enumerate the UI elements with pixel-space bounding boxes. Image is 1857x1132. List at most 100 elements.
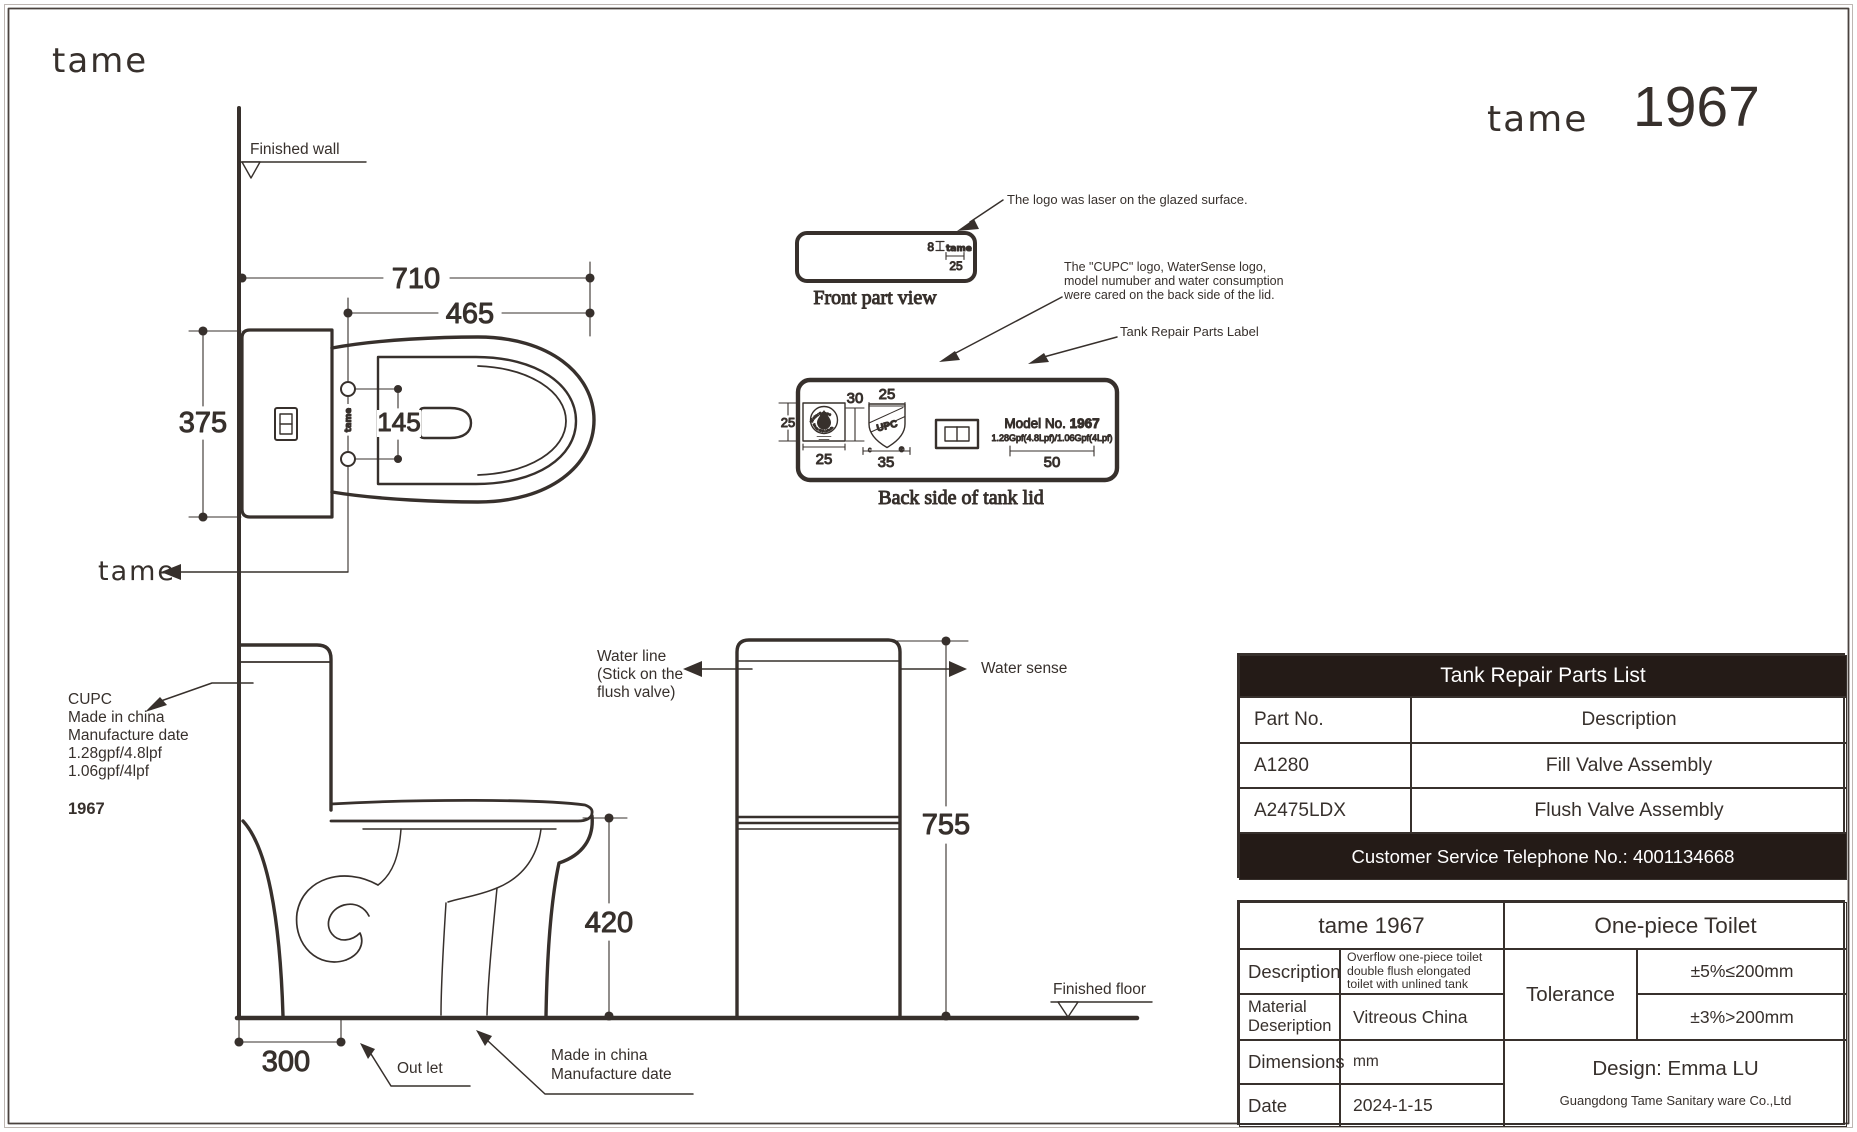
- made-in-china2-label: Made in china: [551, 1047, 648, 1064]
- dim-420-label: 420: [585, 907, 633, 939]
- dim-420: [582, 813, 628, 1021]
- cupc-block-leader: [145, 682, 254, 712]
- top-view-outline: [240, 328, 596, 519]
- material-label-line1: Material: [1248, 998, 1307, 1016]
- dim-300-label: 300: [262, 1046, 310, 1078]
- page-border: [4, 4, 1853, 1128]
- spec-tolerance-label: Tolerance: [1504, 949, 1637, 1040]
- consumption-label: 1.28Gpf(4.8Lpf)/1.06Gpf(4Lpf): [991, 433, 1112, 443]
- water-line-arrow: [683, 661, 753, 677]
- spec-dimensions-label: Dimensions: [1239, 1040, 1345, 1084]
- brand-logo: tame: [52, 41, 149, 81]
- spec-date-value: 2024-1-15: [1340, 1084, 1504, 1127]
- design-by-label: Design: Emma LU: [1592, 1057, 1759, 1080]
- cupc-note-leader: [939, 296, 1063, 362]
- outlet-label: Out let: [397, 1060, 443, 1077]
- upc-r-label: ®: [899, 446, 905, 454]
- front-lid-outline: [795, 231, 977, 283]
- gpf1-line: 1.28gpf/4.8lpf: [68, 745, 162, 762]
- ws-width-dim-label: 25: [816, 451, 833, 468]
- logo-height-label: 8: [927, 240, 934, 254]
- spec-description-label: Description: [1239, 949, 1341, 994]
- spec-table: tame 1967 One-piece Toilet Description O…: [1237, 900, 1847, 1127]
- tame-leader-arrow: [161, 564, 349, 580]
- spec-date-label: Date: [1239, 1084, 1340, 1127]
- dim-710: [237, 261, 595, 337]
- finished-wall-label: Finished wall: [250, 141, 340, 158]
- parts-row-part: A2475LDX: [1239, 788, 1411, 833]
- side-view-outline: [238, 643, 594, 1018]
- front-part-view-caption: Front part view: [813, 287, 937, 309]
- spec-material-label: Material Deseription: [1239, 994, 1340, 1040]
- spec-material-value: Vitreous China: [1340, 994, 1504, 1040]
- front-view-outline: [735, 638, 902, 1020]
- dim-145: [355, 384, 403, 464]
- laser-note-leader: [957, 199, 1004, 231]
- desc-line3: toilet with unlined tank: [1347, 977, 1468, 992]
- finished-floor-label: Finished floor: [1053, 981, 1147, 998]
- logo-width-bracket: [945, 251, 965, 261]
- water-line-label2: (Stick on the: [597, 666, 684, 683]
- outlet-leader: [360, 1043, 471, 1087]
- tank-repair-parts-table: Tank Repair Parts List Part No. Descript…: [1237, 653, 1847, 880]
- made-in-china-line: Made in china: [68, 709, 165, 726]
- spec-tolerance-2: ±3%>200mm: [1637, 994, 1847, 1040]
- wall-line: [234, 106, 1140, 1021]
- finished-floor-marker: [1050, 1001, 1153, 1018]
- model-width-dim-label: 50: [1044, 454, 1061, 471]
- dim-375-label: 375: [179, 407, 227, 439]
- dim-755: [892, 636, 969, 1021]
- upc-top-dim-label: 25: [879, 386, 896, 403]
- model-no-label: Model No. 1967: [1004, 416, 1099, 431]
- company-label: Guangdong Tame Sanitary ware Co.,Ltd: [1559, 1093, 1792, 1108]
- lid-brand-label: tame: [946, 244, 972, 254]
- parts-table-title: Tank Repair Parts List: [1239, 655, 1847, 697]
- spec-title-left: tame 1967: [1239, 902, 1504, 949]
- water-line-label3: flush valve): [597, 684, 676, 701]
- material-label-line2: Deseription: [1248, 1017, 1332, 1035]
- made-in-china-leader: [476, 1030, 694, 1095]
- dim-755-label: 755: [922, 809, 970, 841]
- customer-service-footer: Customer Service Telephone No.: 40011346…: [1239, 833, 1847, 880]
- upc-width-dim-label: 35: [878, 454, 895, 471]
- dim-300: [234, 1019, 346, 1047]
- spec-tolerance-1: ±5%≤200mm: [1637, 949, 1847, 994]
- dim-465: [343, 297, 595, 382]
- dim-375: [188, 326, 242, 522]
- water-sense-arrow: [899, 661, 967, 677]
- laser-note: The logo was laser on the glazed surface…: [1007, 192, 1248, 207]
- back-lid-dims: [778, 401, 1095, 457]
- tank-repair-parts-label: Tank Repair Parts Label: [1120, 324, 1259, 339]
- cupc-note-line3: were cared on the back side of the lid.: [1064, 288, 1275, 302]
- spec-description-value: Overflow one-piece toilet double flush e…: [1340, 949, 1504, 994]
- water-line-label1: Water line: [597, 648, 667, 665]
- cupc-note-line2: model numuber and water consumption: [1064, 274, 1284, 288]
- parts-row-desc: Fill Valve Assembly: [1411, 743, 1847, 788]
- tank-label-leader: [1028, 336, 1118, 364]
- brand-right-label: tame: [1487, 99, 1589, 140]
- desc-line2: double flush elongated: [1347, 963, 1471, 978]
- dim-465-label: 465: [446, 298, 494, 330]
- ws-side-dim-label: 25: [781, 415, 795, 430]
- logo-width-label: 25: [949, 259, 963, 273]
- back-lid-outline: [795, 377, 1120, 483]
- front-lid-labels: 8 tame 25 Front part view: [813, 240, 973, 310]
- parts-row-desc: Flush Valve Assembly: [1411, 788, 1847, 833]
- upc-logo-icon: [868, 403, 906, 449]
- gpf2-line: 1.06gpf/4lpf: [68, 763, 150, 780]
- seat-brand-vertical-label: tame: [344, 408, 354, 433]
- parts-col-description: Description: [1411, 697, 1847, 743]
- parts-col-part-no: Part No.: [1239, 697, 1411, 743]
- dimension-labels: 710 465 375 145 755 420 300: [178, 263, 970, 1079]
- back-lid-caption: Back side of tank lid: [878, 487, 1044, 509]
- dim-145-label: 145: [377, 407, 420, 437]
- spec-title-right: One-piece Toilet: [1504, 902, 1847, 949]
- flush-button-icon: [934, 418, 980, 450]
- watersense-logo-icon: [802, 402, 846, 442]
- finished-wall-marker: [238, 161, 367, 179]
- spec-dimensions-value: mm: [1340, 1040, 1504, 1084]
- upc-text-label: UPC: [876, 419, 899, 435]
- upc-height-dim-label: 30: [847, 390, 864, 407]
